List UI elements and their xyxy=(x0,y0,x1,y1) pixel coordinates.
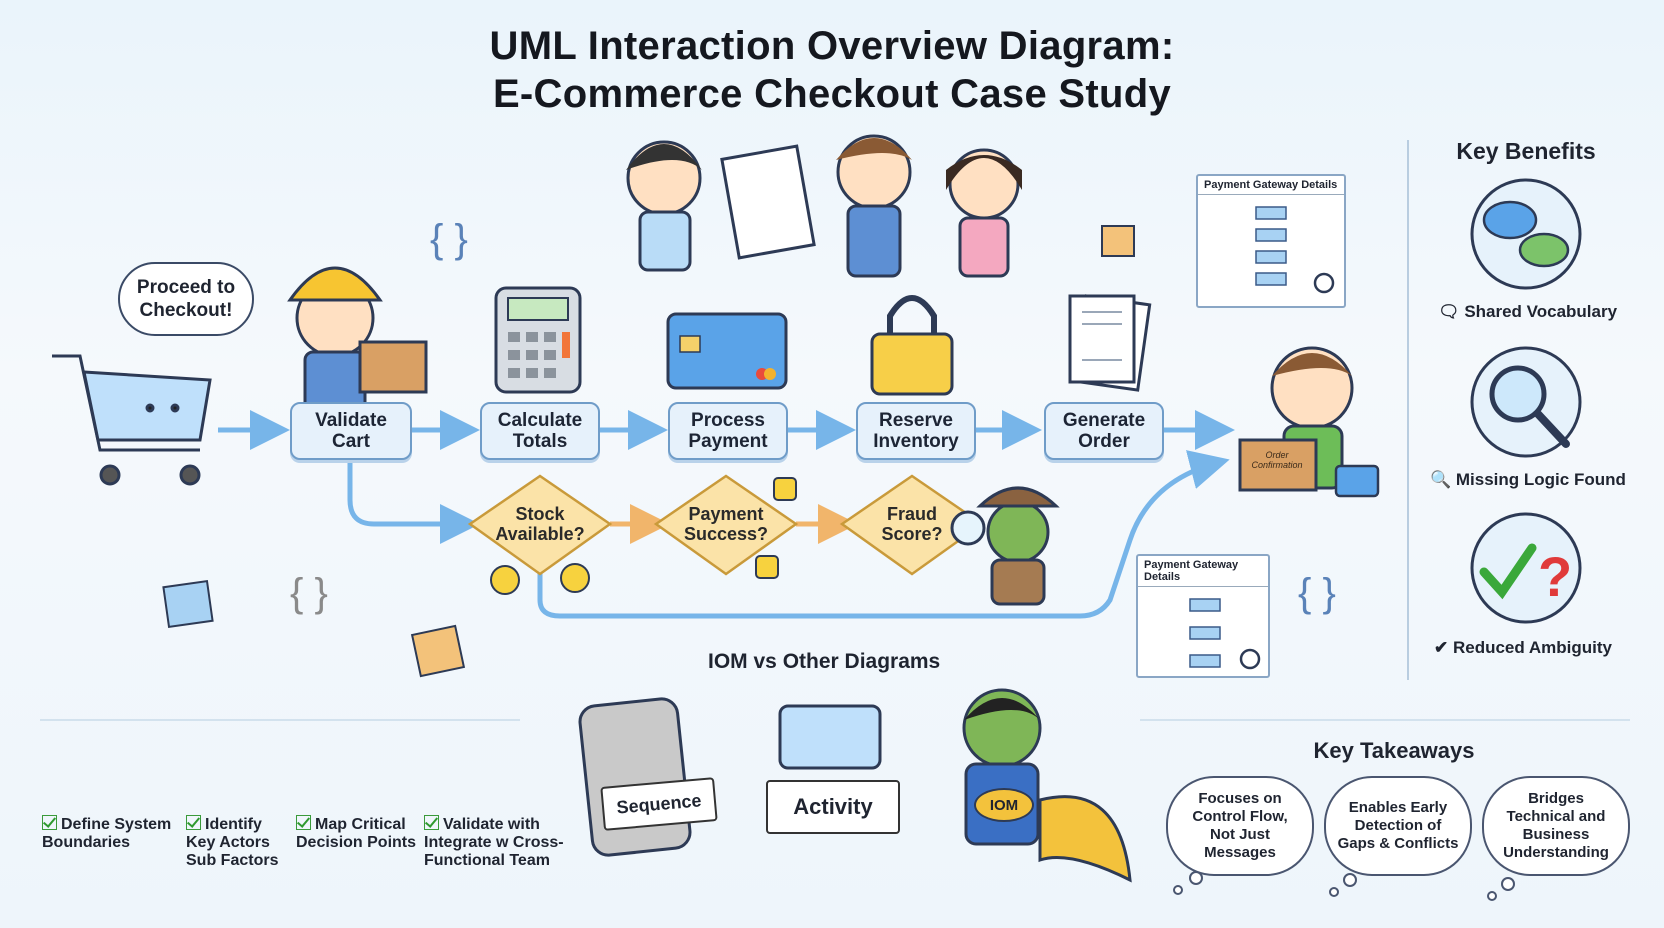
placard-iom: IOM xyxy=(974,788,1034,822)
padlock-icon xyxy=(870,295,954,396)
takeaway-cloud-3: Bridges Technical and Business Understan… xyxy=(1482,776,1630,876)
thumbs-down-icon xyxy=(755,555,779,579)
benefit-shared-vocabulary: 🗨 Shared Vocabulary xyxy=(1438,302,1618,321)
payment-gateway-card-bottom: Payment Gateway Details xyxy=(1136,554,1270,678)
iom-hero-character-icon xyxy=(962,688,1132,883)
thumbs-up-icon xyxy=(773,477,797,501)
credit-card-icon xyxy=(666,312,788,390)
decision-label-stock: Stock Available? xyxy=(495,504,585,544)
key-takeaways-title: Key Takeaways xyxy=(1313,738,1475,763)
decision-diamond-stock xyxy=(467,474,613,576)
decision-diamond-fraud xyxy=(839,474,985,576)
arrow-validate-to-stock xyxy=(347,462,480,544)
comparison-title: IOM vs Other Diagrams xyxy=(708,650,941,673)
decision-label-payment: Payment Success? xyxy=(683,504,769,544)
calculator-icon xyxy=(494,286,582,394)
worker-character-icon xyxy=(287,266,428,412)
flow-step-reserve-inventory: Reserve Inventory xyxy=(856,402,976,460)
svg-text:?: ? xyxy=(1538,545,1572,608)
checklist-item-4: Validate with Integrate w Cross- Functio… xyxy=(424,815,564,869)
takeaway-cloud-1: Focuses on Control Flow, Not Just Messag… xyxy=(1166,776,1314,876)
mini-flow-icon xyxy=(1255,206,1335,294)
speech-bubble: Proceed to Checkout! xyxy=(118,262,254,336)
package-label: Order Confirmation xyxy=(1251,450,1303,470)
decision-label-fraud: Fraud Score? xyxy=(881,504,943,544)
diagram-title-line2: E-Commerce Checkout Case Study xyxy=(492,72,1172,116)
shopping-bag-icon-3 xyxy=(410,624,466,678)
sad-face-icon xyxy=(560,563,590,593)
shopping-bag-icon xyxy=(1101,225,1135,257)
brace-decoration-1: { } xyxy=(430,217,468,261)
payment-gateway-card-top: Payment Gateway Details xyxy=(1196,174,1346,308)
flow-step-calculate-totals: Calculate Totals xyxy=(480,402,600,460)
flow-step-process-payment: Process Payment xyxy=(668,402,788,460)
magnifier-icon xyxy=(1489,365,1570,448)
happy-face-icon xyxy=(490,565,520,595)
shopping-bag-icon-2 xyxy=(162,580,214,628)
mini-flow-icon-2 xyxy=(1189,598,1261,670)
benefit-missing-logic: 🔍 Missing Logic Found xyxy=(1430,470,1626,489)
checkbox-checked-icon xyxy=(296,815,311,830)
placard-activity: Activity xyxy=(766,780,900,834)
checkbox-checked-icon xyxy=(42,815,57,830)
checkbox-checked-icon xyxy=(424,815,439,830)
key-benefits-title: Key Benefits xyxy=(1456,138,1596,164)
flow-step-validate-cart: Validate Cart xyxy=(290,402,412,460)
checkbox-checked-icon xyxy=(186,815,201,830)
brace-decoration-3: { } xyxy=(1298,571,1336,615)
customer-character-icon xyxy=(1238,346,1380,498)
checklist-item-1: Define System Boundaries xyxy=(42,815,172,851)
shopping-cart-icon xyxy=(52,354,212,486)
detective-character-icon xyxy=(950,486,1060,606)
benefit-reduced-ambiguity: ✔ Reduced Ambiguity xyxy=(1434,638,1612,657)
document-stack-icon xyxy=(1068,294,1152,392)
takeaway-cloud-2: Enables Early Detection of Gaps & Confli… xyxy=(1324,776,1472,876)
flow-step-generate-order: Generate Order xyxy=(1044,402,1164,460)
chat-bubbles-icon xyxy=(1482,200,1570,268)
checklist-item-2: Identify Key Actors Sub Factors xyxy=(186,815,279,869)
check-question-icon: ? xyxy=(1479,543,1572,608)
activity-character-icon xyxy=(778,704,882,770)
arrow-return-loop xyxy=(537,450,1230,619)
checklist-item-3: Map Critical Decision Points xyxy=(296,815,417,851)
team-characters-icon xyxy=(626,134,1022,278)
decision-diamond-payment xyxy=(653,474,799,576)
brace-decoration-2: { } xyxy=(290,571,328,615)
sequence-character-icon xyxy=(578,697,692,857)
diagram-title-line1: UML Interaction Overview Diagram: xyxy=(489,24,1175,68)
